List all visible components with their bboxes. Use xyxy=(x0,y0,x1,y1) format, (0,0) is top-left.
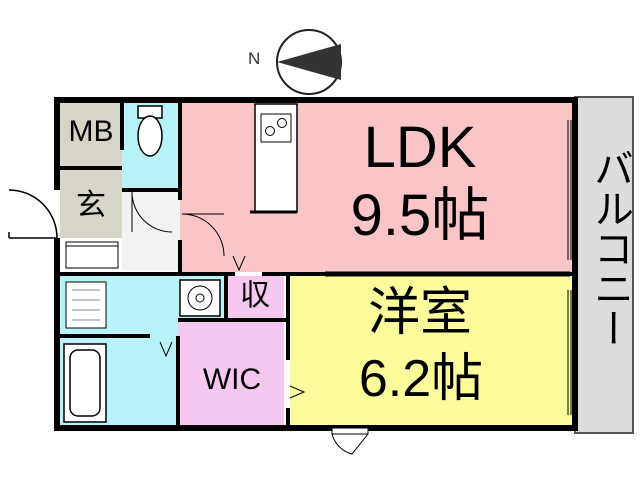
shuno-label: 収 xyxy=(240,279,270,312)
balcony-label: バルコニー xyxy=(588,148,632,348)
kitchen-counter xyxy=(250,103,298,214)
compass-icon xyxy=(276,29,342,95)
washbasin xyxy=(179,279,221,317)
bathtub xyxy=(63,343,107,423)
genkan-label: 玄 xyxy=(76,189,106,222)
toilet-fixture xyxy=(137,105,163,157)
compass-north-label: N xyxy=(248,49,261,68)
wic-label: WIC xyxy=(202,363,262,396)
wic-room xyxy=(178,320,284,428)
mb-label: MB xyxy=(68,115,114,148)
ldk-size-label: 9.5帖 xyxy=(350,183,490,248)
youshitsu-size-label: 6.2帖 xyxy=(358,350,484,408)
ldk-room xyxy=(180,100,572,272)
genkan-room xyxy=(60,170,122,238)
mb-room xyxy=(60,100,122,166)
youshitsu-room xyxy=(290,276,572,428)
ldk-name-label: LDK xyxy=(363,115,477,180)
youshitsu-name-label: 洋室 xyxy=(367,284,472,342)
shuno-room xyxy=(226,276,284,320)
